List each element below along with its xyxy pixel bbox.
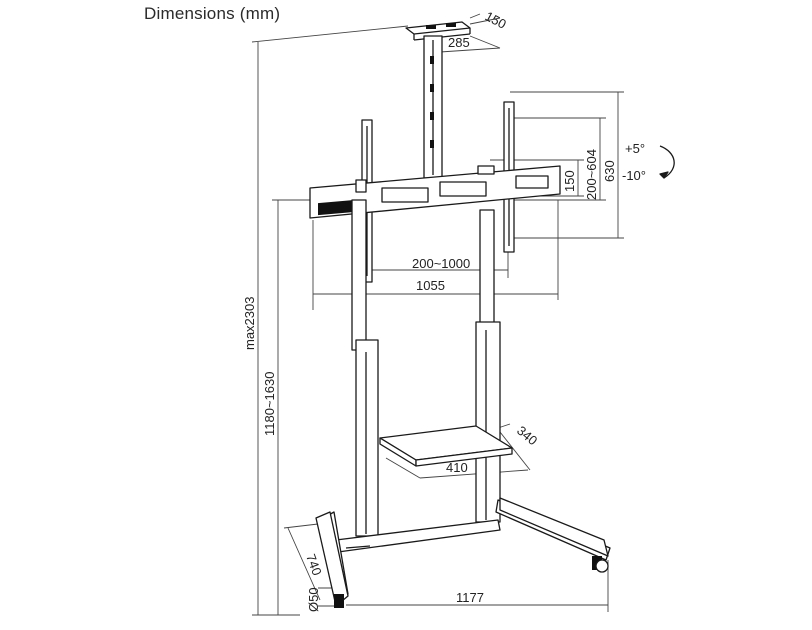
right-upright (475, 209, 501, 523)
bracket-height-label: 150 (562, 170, 577, 192)
tilt-down-label: -10° (622, 168, 646, 183)
top-depth-label: 150 (483, 8, 509, 31)
tilt-arrow-icon (659, 145, 675, 179)
shelf-width-label: 410 (446, 460, 468, 475)
right-leg (499, 497, 609, 573)
vesa-vertical-label: 200~604 (584, 149, 599, 200)
shelf-depth-label: 340 (514, 423, 540, 448)
vesa-horizontal-label: 200~1000 (412, 256, 470, 271)
front-left-leg (315, 511, 349, 608)
shelf (379, 425, 513, 467)
top-width-label: 285 (448, 35, 470, 50)
base-width-label: 1177 (456, 590, 484, 605)
tilt-up-label: +5° (625, 141, 645, 156)
horizontal-bracket (309, 165, 561, 219)
left-upright (351, 199, 379, 537)
base-depth-label: 740 (303, 552, 325, 578)
diagram-title: Dimensions (mm) (144, 4, 281, 23)
bracket-width-label: 1055 (416, 278, 445, 293)
wheel-diameter-label: Ø50 (306, 587, 321, 612)
panel-height-label: 630 (602, 160, 617, 182)
center-column (423, 35, 443, 179)
max-height-label: max2303 (242, 297, 257, 350)
dimension-labels: 150 285 150 200~604 630 +5° -10° 200~100… (242, 8, 646, 612)
height-range-label: 1180~1630 (262, 372, 277, 436)
